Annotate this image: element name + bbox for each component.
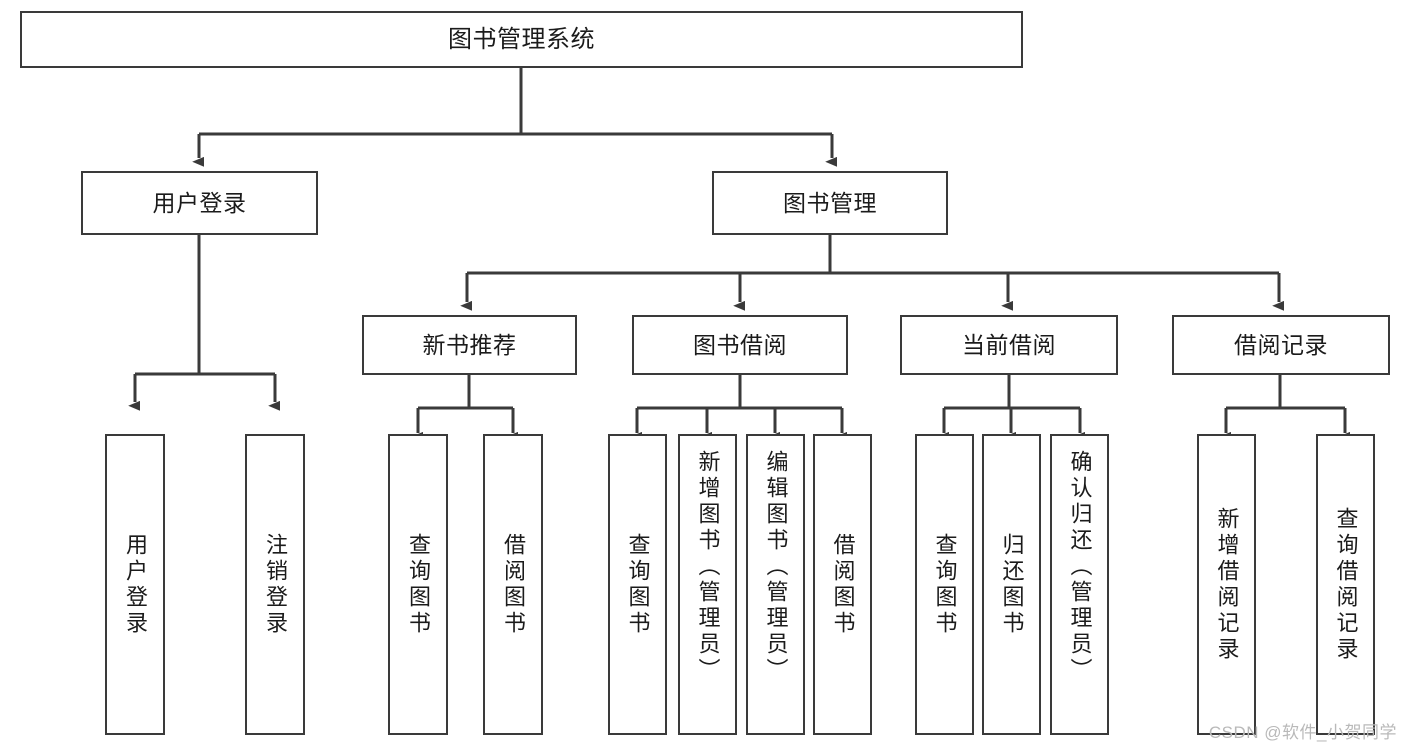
leaf-borrow-edit-book-admin[interactable]: 编辑图书（管理员） (746, 434, 805, 735)
leaf-borrow-query-book[interactable]: 查询图书 (608, 434, 667, 735)
node-label: 借阅图书 (501, 532, 526, 637)
node-current-borrow[interactable]: 当前借阅 (900, 315, 1118, 375)
node-book-borrow[interactable]: 图书借阅 (632, 315, 848, 375)
node-label: 新书推荐 (422, 331, 517, 358)
leaf-current-query-book[interactable]: 查询图书 (915, 434, 974, 735)
node-label: 新增借阅记录 (1214, 506, 1240, 663)
node-book-management[interactable]: 图书管理 (712, 171, 948, 235)
leaf-recommend-query-book[interactable]: 查询图书 (388, 434, 448, 735)
node-label: 查询图书 (932, 532, 958, 637)
node-label: 图书管理 (783, 189, 877, 216)
node-borrow-record[interactable]: 借阅记录 (1172, 315, 1390, 375)
node-new-book-recommend[interactable]: 新书推荐 (362, 315, 577, 375)
node-label: 借阅图书 (830, 532, 856, 637)
node-label: 图书管理系统 (448, 25, 595, 53)
leaf-user-login-signin[interactable]: 用户登录 (105, 434, 165, 735)
node-label: 借阅记录 (1234, 331, 1328, 358)
node-label: 用户登录 (152, 189, 247, 216)
node-label: 编辑图书（管理员） (763, 450, 789, 684)
leaf-recommend-borrow-book[interactable]: 借阅图书 (483, 434, 543, 735)
leaf-current-confirm-return-admin[interactable]: 确认归还（管理员） (1050, 434, 1109, 735)
leaf-record-add-record[interactable]: 新增借阅记录 (1197, 434, 1256, 735)
node-label: 图书借阅 (693, 331, 787, 358)
node-label: 新增图书（管理员） (695, 450, 721, 684)
leaf-borrow-borrow-book[interactable]: 借阅图书 (813, 434, 872, 735)
node-label: 注销登录 (263, 532, 288, 637)
node-root-system[interactable]: 图书管理系统 (20, 11, 1023, 68)
node-user-login[interactable]: 用户登录 (81, 171, 318, 235)
node-label: 查询图书 (625, 532, 651, 637)
node-label: 查询图书 (406, 532, 431, 637)
node-label: 查询借阅记录 (1333, 506, 1359, 663)
leaf-current-return-book[interactable]: 归还图书 (982, 434, 1041, 735)
leaf-borrow-add-book-admin[interactable]: 新增图书（管理员） (678, 434, 737, 735)
leaf-record-query-record[interactable]: 查询借阅记录 (1316, 434, 1375, 735)
node-label: 归还图书 (999, 532, 1025, 637)
node-label: 用户登录 (123, 532, 148, 637)
leaf-user-login-signout[interactable]: 注销登录 (245, 434, 305, 735)
node-label: 确认归还（管理员） (1067, 450, 1093, 684)
node-label: 当前借阅 (962, 331, 1056, 358)
